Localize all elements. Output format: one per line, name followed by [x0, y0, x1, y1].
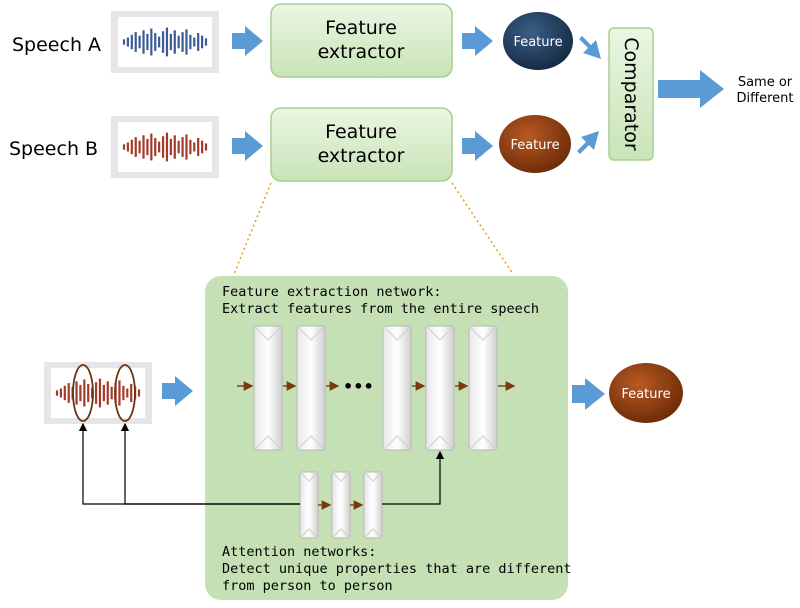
extractor-b-line2: extractor [318, 145, 405, 167]
result-line1: Same or [738, 75, 793, 90]
arrow-feature-b-to-comparator [577, 131, 599, 154]
speech-a-waveform [111, 11, 219, 73]
extractor-a-line2: extractor [318, 41, 405, 63]
layer-bevel [253, 325, 283, 451]
layer-bevel [296, 325, 326, 451]
feature-extraction-panel: Feature extraction network: Extract feat… [205, 276, 572, 600]
feature-a-node: Feature [503, 12, 573, 70]
arrow-network-to-output [572, 378, 605, 410]
layer-bevel [468, 325, 498, 451]
extractor-a-line1: Feature [325, 17, 397, 39]
attention-layer [331, 471, 351, 539]
layer-bevel [299, 471, 319, 539]
arrow-speech-a-to-extractor [232, 26, 263, 56]
feature-extractor-a: Feature extractor [270, 3, 453, 78]
attention-layer [299, 471, 319, 539]
network-title-line2: Extract features from the entire speech [222, 301, 539, 317]
zoom-line-right [451, 182, 514, 275]
attention-connections [78, 422, 445, 505]
arrow-extractor-a-to-feature [462, 26, 493, 56]
layer-bevel [363, 471, 383, 539]
speech-b-waveform [111, 116, 219, 178]
ellipsis: ••• [343, 377, 374, 396]
layer-bevel [382, 325, 412, 451]
layer-bevel [425, 325, 455, 451]
attention-layer [363, 471, 383, 539]
network-layer [425, 325, 455, 451]
comparator-box: Comparator [608, 27, 654, 161]
attention-focus-circle-1 [72, 364, 94, 422]
network-layer [382, 325, 412, 451]
output-feature-label: Feature [621, 387, 670, 402]
attention-title-line3: from person to person [222, 578, 393, 594]
feature-a-label: Feature [513, 35, 562, 50]
comparator-label: Comparator [620, 37, 642, 151]
feature-b-label: Feature [510, 138, 559, 153]
arrow-feature-a-to-comparator [579, 36, 601, 59]
input-speech-waveform [44, 362, 152, 424]
arrow-speech-b-to-extractor [232, 131, 263, 161]
arrow-input-to-network [162, 376, 193, 406]
feature-extractor-b: Feature extractor [270, 107, 453, 182]
network-layer [296, 325, 326, 451]
speech-a-label: Speech A [12, 34, 101, 56]
arrow-comparator-to-result [658, 70, 724, 108]
attention-title-line2: Detect unique properties that are differ… [222, 561, 572, 577]
output-feature-node: Feature [609, 363, 683, 423]
attention-title-line1: Attention networks: [222, 544, 376, 560]
result-line2: Different [737, 91, 794, 106]
layer-bevel [331, 471, 351, 539]
zoom-line-left [233, 182, 272, 275]
network-layer [468, 325, 498, 451]
attention-focus-circle-2 [114, 364, 136, 422]
extractor-b-line1: Feature [325, 121, 397, 143]
network-layer [253, 325, 283, 451]
arrow-extractor-b-to-feature [462, 131, 493, 161]
network-title-line1: Feature extraction network: [222, 284, 441, 300]
feature-b-node: Feature [499, 115, 571, 173]
speech-b-label: Speech B [9, 138, 98, 160]
